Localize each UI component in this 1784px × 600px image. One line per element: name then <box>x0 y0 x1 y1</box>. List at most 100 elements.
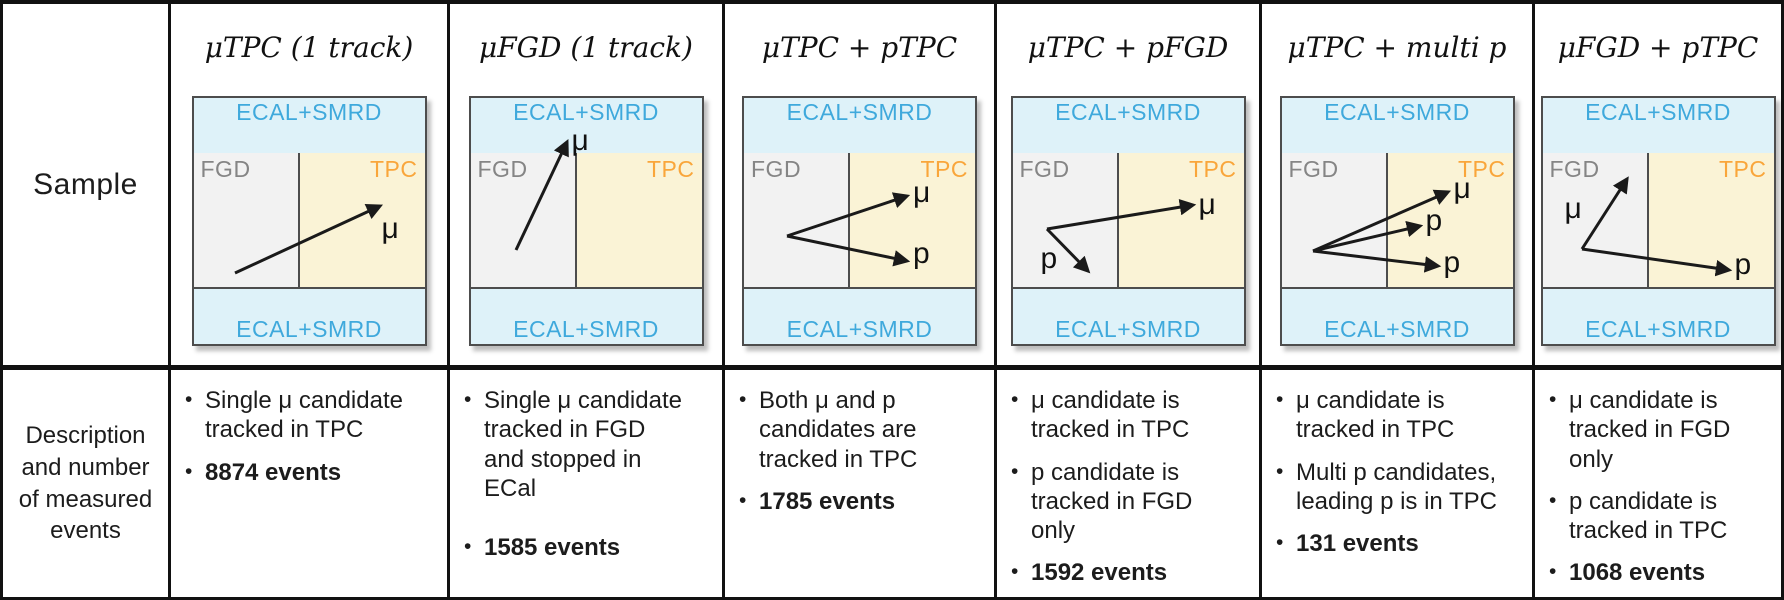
events-count-text: 1585 events <box>484 534 621 562</box>
column-title: μTPC + pFGD <box>1027 30 1229 64</box>
bullet-item: • μ candidate is tracked in FGD only <box>1549 386 1751 474</box>
sample-cell-mutpc-ptpc: μTPC + pTPC ECAL+SMRD FGD TPC ECAL+SMRD … <box>725 4 997 370</box>
ecal-bottom-label: ECAL+SMRD <box>236 316 382 342</box>
ecal-bottom-band: ECAL+SMRD <box>1281 287 1513 344</box>
description-cell-mufgd-ptpc: • μ candidate is tracked in FGD only • p… <box>1535 370 1781 597</box>
tpc-label: TPC <box>647 156 695 182</box>
tpc-label: TPC <box>370 156 418 182</box>
events-count-item: • 1585 events <box>464 533 692 562</box>
events-count-text: 1068 events <box>1569 559 1706 587</box>
events-count-text: 1785 events <box>759 487 896 515</box>
ecal-bottom-band: ECAL+SMRD <box>193 287 425 344</box>
row-label-description-cell: Description and number of measured event… <box>3 370 171 597</box>
tpc-region <box>576 153 702 289</box>
muon-track-arrow <box>786 192 911 238</box>
tpc-region <box>850 153 975 289</box>
description-cell-mutpc-ptpc: • Both μ and p candidates are tracked in… <box>725 370 997 597</box>
bullet-item: • p candidate is tracked in TPC <box>1549 487 1751 546</box>
fgd-region <box>1542 153 1649 289</box>
tpc-label: TPC <box>1458 156 1506 182</box>
column-title: μFGD + pTPC <box>1557 30 1759 64</box>
bullet-dot: • <box>1276 459 1284 483</box>
events-count-item: • 1785 events <box>739 487 964 516</box>
bullet-item: • p candidate is tracked in FGD only <box>1011 458 1229 546</box>
muon-track-arrow <box>1311 189 1451 253</box>
detector-diagram: ECAL+SMRD FGD TPC ECAL+SMRD μ p <box>1540 96 1776 346</box>
description-cell-mutpc-pfgd: • μ candidate is tracked in TPC • p cand… <box>997 370 1262 597</box>
events-count-item: • 8874 events <box>185 458 417 487</box>
fgd-region <box>1281 153 1388 289</box>
particle-track-arrows <box>233 204 383 275</box>
muon-track-arrow <box>233 204 383 275</box>
bullet-dot: • <box>464 535 472 559</box>
sample-cell-mutpc-multip: μTPC + multi p ECAL+SMRD FGD TPC ECAL+SM… <box>1262 4 1535 370</box>
bullet-text: p candidate is tracked in TPC <box>1569 487 1728 545</box>
ecal-top-label: ECAL+SMRD <box>1585 99 1731 125</box>
muon-particle-label: μ <box>1453 172 1471 205</box>
ecal-top-band: ECAL+SMRD <box>1281 98 1513 155</box>
ecal-bottom-band: ECAL+SMRD <box>1542 287 1774 344</box>
ecal-bottom-label: ECAL+SMRD <box>513 316 659 342</box>
bullet-dot: • <box>185 388 193 411</box>
fgd-label: FGD <box>200 156 251 182</box>
bullet-text: p candidate is tracked in FGD only <box>1031 458 1193 545</box>
sample-cell-mufgd-ptpc: μFGD + pTPC ECAL+SMRD FGD TPC ECAL+SMRD … <box>1535 4 1781 370</box>
description-row-label: Description and number of measured event… <box>18 422 153 545</box>
ecal-top-label: ECAL+SMRD <box>236 99 382 125</box>
particle-track-arrows <box>1311 189 1451 273</box>
ecal-bottom-band: ECAL+SMRD <box>470 287 702 344</box>
muon-particle-label: μ <box>1198 188 1216 221</box>
detector-diagram: ECAL+SMRD FGD TPC ECAL+SMRD μ <box>191 96 427 346</box>
ecal-bottom-label: ECAL+SMRD <box>1585 316 1731 342</box>
events-count-text: 8874 events <box>205 458 342 486</box>
ecal-top-label: ECAL+SMRD <box>513 99 659 125</box>
ecal-top-band: ECAL+SMRD <box>1012 98 1244 155</box>
muon-track-arrow <box>1046 199 1196 231</box>
bullet-dot: • <box>1549 388 1557 411</box>
ecal-top-band: ECAL+SMRD <box>470 98 702 155</box>
column-title: μTPC (1 track) <box>204 30 414 64</box>
particle-track-arrows <box>1580 176 1732 277</box>
sample-cell-mufgd-1track: μFGD (1 track) ECAL+SMRD FGD TPC ECAL+SM… <box>450 4 725 370</box>
tpc-label: TPC <box>920 156 968 182</box>
description-cell-mufgd-1track: • Single μ candidate tracked in FGD and … <box>450 370 725 597</box>
bullet-text: Single μ candidate tracked in FGD and st… <box>484 387 682 502</box>
ecal-top-band: ECAL+SMRD <box>193 98 425 155</box>
bullet-dot: • <box>464 388 472 411</box>
particle-track-arrows <box>786 192 911 267</box>
tpc-label: TPC <box>1189 156 1237 182</box>
fgd-region <box>470 153 577 289</box>
detector-diagram: ECAL+SMRD FGD TPC ECAL+SMRD μ p <box>742 96 977 346</box>
ecal-bottom-label: ECAL+SMRD <box>786 316 933 342</box>
sample-cell-mutpc-1track: μTPC (1 track) ECAL+SMRD FGD TPC ECAL+SM… <box>171 4 450 370</box>
column-title: μTPC + multi p <box>1287 30 1507 64</box>
bullet-text: Single μ candidate tracked in TPC <box>205 387 403 444</box>
muon-track-arrow <box>514 139 569 251</box>
bullet-item: • Both μ and p candidates are tracked in… <box>739 386 964 474</box>
proton-track-arrow <box>1312 220 1423 253</box>
bullet-text: Both μ and p candidates are tracked in T… <box>759 387 918 473</box>
muon-track-arrow <box>1580 176 1629 250</box>
ecal-bottom-band: ECAL+SMRD <box>744 287 975 344</box>
bullet-text: μ candidate is tracked in FGD only <box>1569 387 1731 473</box>
detector-diagram: ECAL+SMRD FGD TPC ECAL+SMRD μ p p <box>1279 96 1515 346</box>
events-count-text: 131 events <box>1296 530 1419 558</box>
ecal-top-label: ECAL+SMRD <box>1055 99 1201 125</box>
proton-particle-label: p <box>1425 204 1443 237</box>
bullet-dot: • <box>739 388 747 411</box>
bullet-dot: • <box>1276 531 1284 555</box>
events-count-item: • 131 events <box>1276 529 1502 558</box>
proton-particle-label: p <box>1734 248 1752 281</box>
particle-track-arrows <box>1045 199 1196 274</box>
tpc-region <box>1118 153 1244 289</box>
proton-particle-label: p <box>1443 246 1461 279</box>
fgd-label: FGD <box>1549 156 1600 182</box>
ecal-bottom-band: ECAL+SMRD <box>1012 287 1244 344</box>
proton-track-arrow <box>1581 247 1732 277</box>
row-label-sample-cell: Sample <box>3 4 171 370</box>
ecal-top-band: ECAL+SMRD <box>744 98 975 155</box>
tpc-label: TPC <box>1719 156 1767 182</box>
bullet-item: • Multi p candidates, leading p is in TP… <box>1276 458 1502 517</box>
proton-track-arrow <box>1312 249 1441 273</box>
